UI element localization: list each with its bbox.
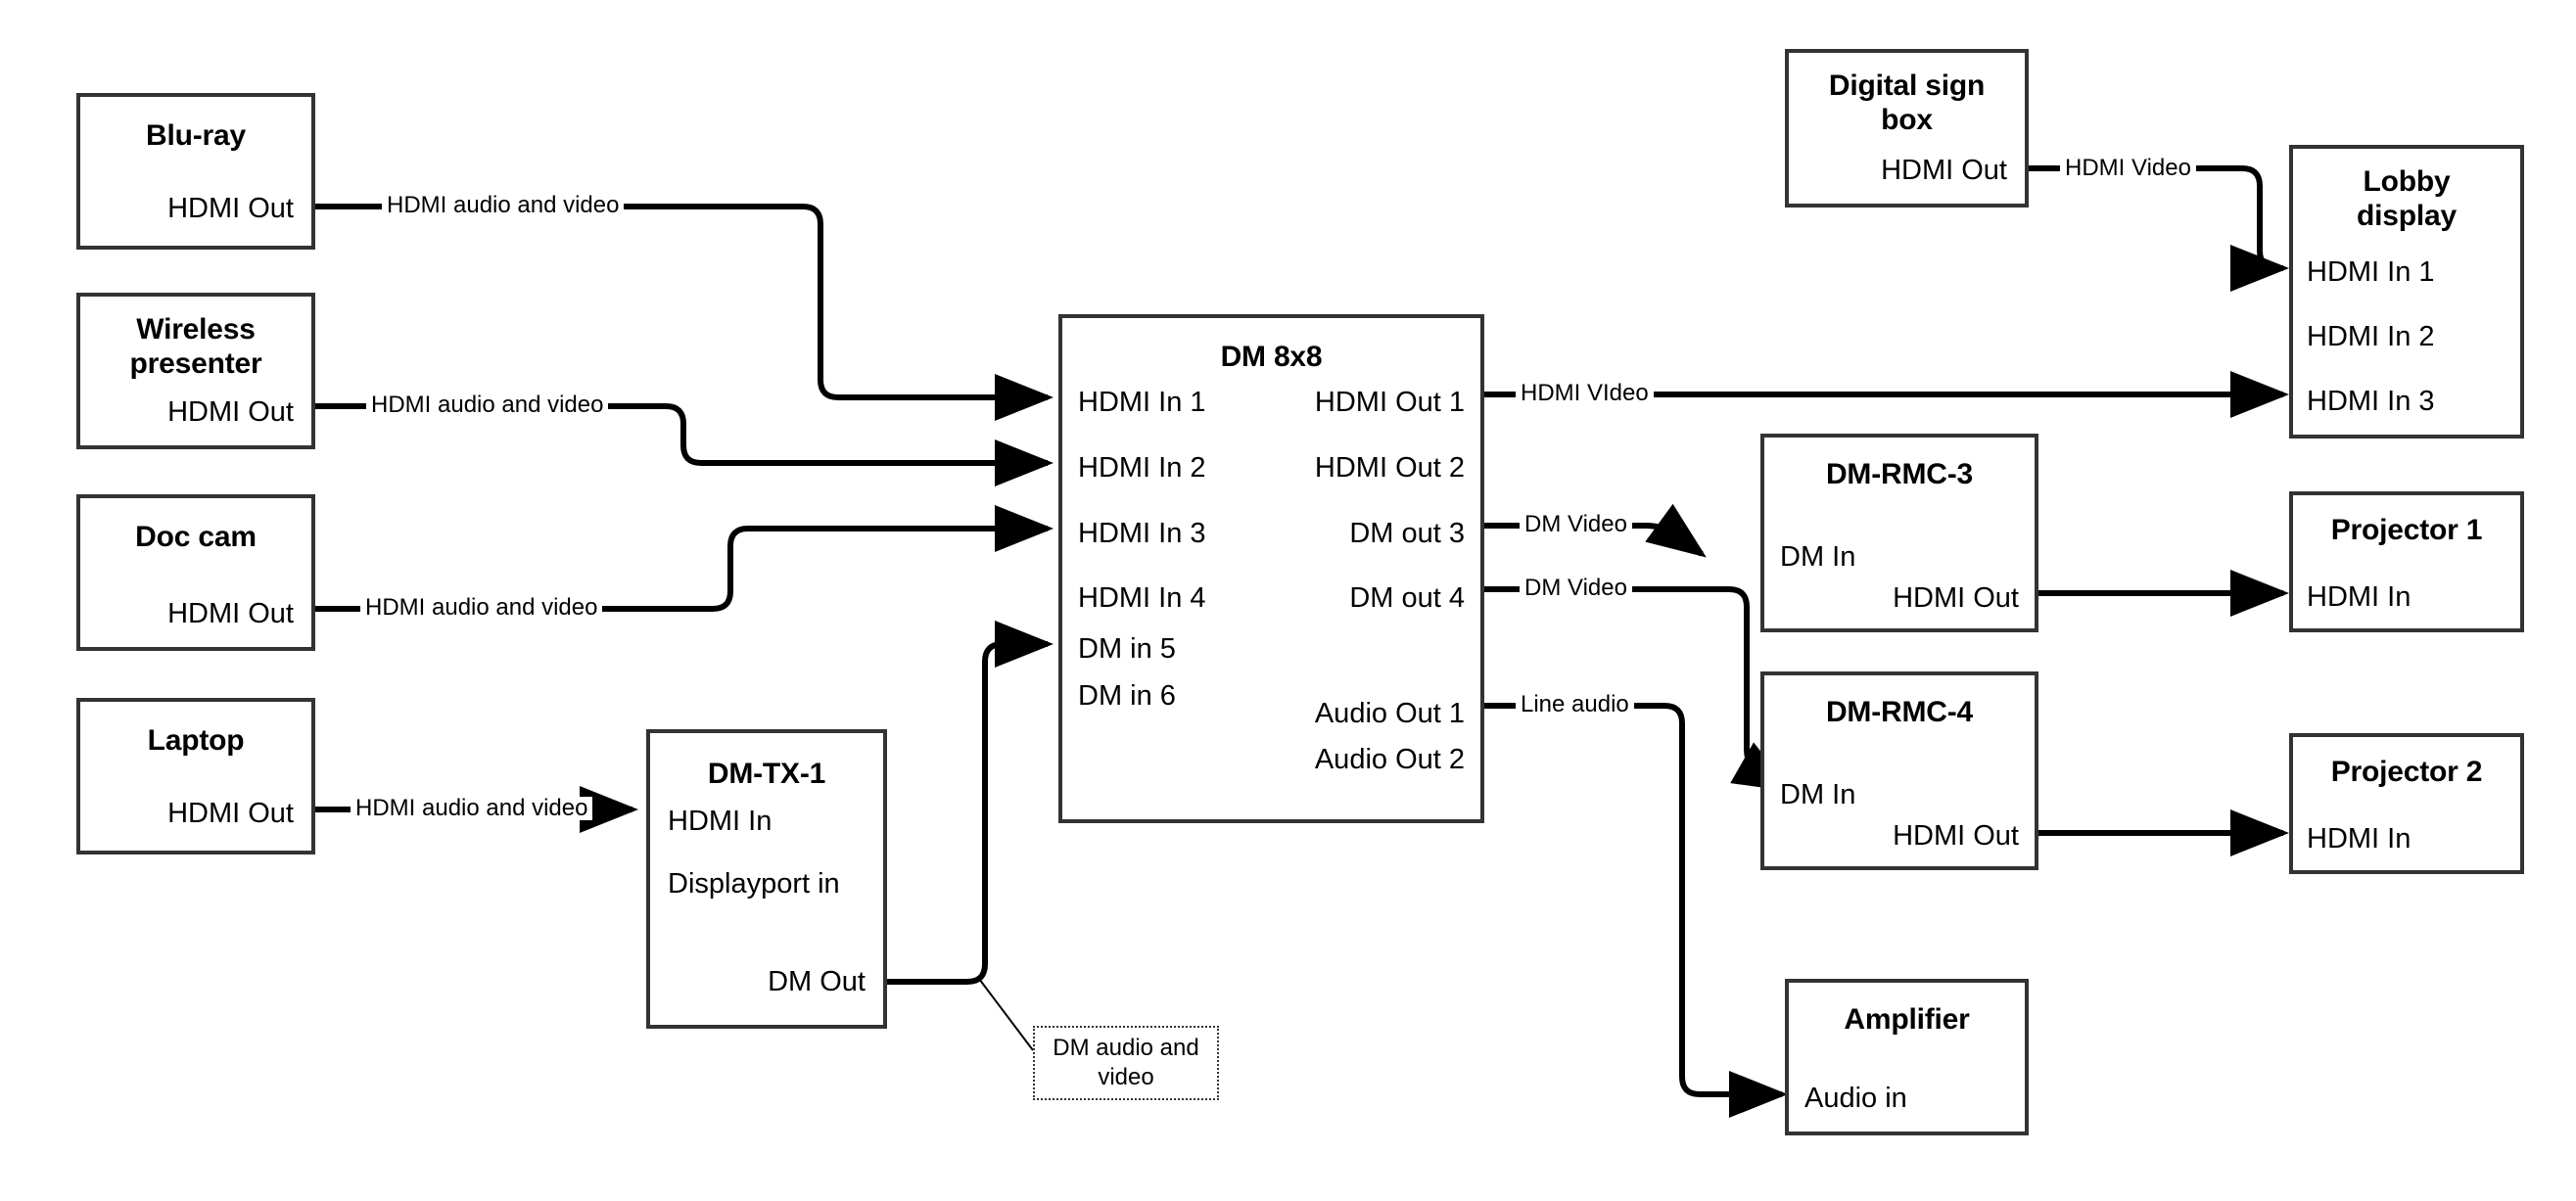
- node-amplifier-title: Amplifier: [1844, 1003, 1970, 1036]
- node-doc-cam-port-hdmi-out[interactable]: HDMI Out: [167, 598, 294, 629]
- callout-dm-audio-video: DM audio and video: [1033, 1026, 1219, 1100]
- wire-label-doccam: HDMI audio and video: [360, 596, 603, 620]
- node-dm-rmc-4-title: DM-RMC-4: [1825, 696, 1974, 728]
- node-dm-8x8-input-dm-in-6[interactable]: DM in 6: [1078, 680, 1176, 712]
- node-dm-rmc-3-title: DM-RMC-3: [1825, 458, 1974, 490]
- node-amplifier-port-audio-in[interactable]: Audio in: [1804, 1083, 1907, 1114]
- node-dm-rmc-3-port-dm-in[interactable]: DM In: [1780, 541, 1856, 573]
- wire-label-bluray: HDMI audio and video: [382, 194, 625, 217]
- node-amplifier[interactable]: Amplifier Audio in: [1785, 979, 2029, 1135]
- node-dm-8x8-output-hdmi-out-1[interactable]: HDMI Out 1: [1314, 387, 1465, 418]
- wire-dmtx1-to-dm-in-5: [887, 621, 1054, 985]
- node-laptop-title: Laptop: [147, 724, 245, 757]
- node-projector-1[interactable]: Projector 1 HDMI In: [2289, 491, 2524, 632]
- node-digital-sign-box[interactable]: Digital sign box HDMI Out: [1785, 49, 2029, 208]
- node-dm-8x8-input-hdmi-in-4[interactable]: HDMI In 4: [1078, 582, 1206, 614]
- node-lobby-display-input-hdmi-in-2[interactable]: HDMI In 2: [2307, 321, 2435, 352]
- wire-bluray-to-hdmi-in-1: [315, 204, 1054, 421]
- wire-audioout1-to-amplifier: [1484, 703, 1788, 1118]
- node-doc-cam[interactable]: Doc cam HDMI Out: [76, 494, 315, 651]
- node-dm-8x8-input-hdmi-in-2[interactable]: HDMI In 2: [1078, 452, 1206, 484]
- node-dm-8x8-output-audio-out-1[interactable]: Audio Out 1: [1314, 698, 1465, 729]
- node-wireless-presenter[interactable]: Wireless presenter HDMI Out: [76, 293, 315, 449]
- node-dm-tx-1-title: DM-TX-1: [707, 758, 826, 790]
- node-dm-8x8-title: DM 8x8: [1220, 341, 1323, 373]
- node-projector-2-port-hdmi-in[interactable]: HDMI In: [2307, 823, 2412, 855]
- node-dm-rmc-4-port-hdmi-out[interactable]: HDMI Out: [1893, 820, 2019, 852]
- node-projector-1-title: Projector 1: [2330, 514, 2483, 546]
- wire-label-dm-video-4: DM Video: [1520, 577, 1632, 600]
- node-dm-rmc-3-port-hdmi-out[interactable]: HDMI Out: [1893, 582, 2019, 614]
- wire-label-dm-video-3: DM Video: [1520, 513, 1632, 536]
- node-dm-8x8-output-audio-out-2[interactable]: Audio Out 2: [1314, 744, 1465, 775]
- node-dm-rmc-4-port-dm-in[interactable]: DM In: [1780, 779, 1856, 810]
- node-bluray[interactable]: Blu-ray HDMI Out: [76, 93, 315, 250]
- node-lobby-display-input-hdmi-in-3[interactable]: HDMI In 3: [2307, 386, 2435, 417]
- node-dm-8x8-output-dm-out-4[interactable]: DM out 4: [1349, 582, 1465, 614]
- wire-dmout4-to-dmrmc4: [1484, 586, 1794, 792]
- node-wireless-presenter-title: Wireless presenter: [129, 313, 262, 381]
- node-dm-tx-1-port-dm-out[interactable]: DM Out: [768, 966, 866, 997]
- node-dm-tx-1-port-displayport-in[interactable]: Displayport in: [668, 868, 840, 900]
- node-laptop[interactable]: Laptop HDMI Out: [76, 698, 315, 855]
- node-laptop-port-hdmi-out[interactable]: HDMI Out: [167, 798, 294, 829]
- node-projector-2-title: Projector 2: [2330, 756, 2483, 788]
- node-projector-1-port-hdmi-in[interactable]: HDMI In: [2307, 581, 2412, 613]
- node-digital-sign-box-title: Digital sign box: [1828, 69, 1986, 137]
- wire-signbox-to-lobby-hdmi-in-1: [2029, 165, 2289, 292]
- node-dm-rmc-3[interactable]: DM-RMC-3 DM In HDMI Out: [1760, 434, 2038, 632]
- wire-label-wireless: HDMI audio and video: [366, 393, 609, 417]
- node-dm-rmc-4[interactable]: DM-RMC-4 DM In HDMI Out: [1760, 671, 2038, 870]
- node-doc-cam-title: Doc cam: [135, 521, 257, 553]
- node-lobby-display-input-hdmi-in-1[interactable]: HDMI In 1: [2307, 256, 2435, 288]
- node-digital-sign-box-port-hdmi-out[interactable]: HDMI Out: [1881, 155, 2007, 186]
- node-wireless-presenter-port-hdmi-out[interactable]: HDMI Out: [167, 396, 294, 428]
- wire-label-signbox-hdmi-video: HDMI Video: [2060, 157, 2196, 180]
- node-bluray-port-hdmi-out[interactable]: HDMI Out: [167, 193, 294, 224]
- node-dm-8x8-output-hdmi-out-2[interactable]: HDMI Out 2: [1314, 452, 1465, 484]
- callout-leader-line: [978, 978, 1034, 1051]
- node-projector-2[interactable]: Projector 2 HDMI In: [2289, 733, 2524, 874]
- node-bluray-title: Blu-ray: [146, 119, 246, 152]
- wire-label-hdmi-video-out1: HDMI VIdeo: [1516, 382, 1654, 405]
- node-dm-8x8[interactable]: DM 8x8 HDMI In 1 HDMI In 2 HDMI In 3 HDM…: [1058, 314, 1484, 823]
- node-dm-8x8-input-hdmi-in-3[interactable]: HDMI In 3: [1078, 518, 1206, 549]
- node-dm-tx-1-port-hdmi-in[interactable]: HDMI In: [668, 806, 773, 837]
- node-dm-8x8-input-hdmi-in-1[interactable]: HDMI In 1: [1078, 387, 1206, 418]
- wire-label-line-audio: Line audio: [1516, 693, 1634, 716]
- node-lobby-display[interactable]: Lobby display HDMI In 1 HDMI In 2 HDMI I…: [2289, 145, 2524, 439]
- node-dm-8x8-input-dm-in-5[interactable]: DM in 5: [1078, 633, 1176, 665]
- node-lobby-display-title: Lobby display: [2357, 165, 2457, 233]
- node-dm-8x8-output-dm-out-3[interactable]: DM out 3: [1349, 518, 1465, 549]
- wire-label-laptop: HDMI audio and video: [351, 797, 593, 820]
- node-dm-tx-1[interactable]: DM-TX-1 HDMI In Displayport in DM Out: [646, 729, 887, 1029]
